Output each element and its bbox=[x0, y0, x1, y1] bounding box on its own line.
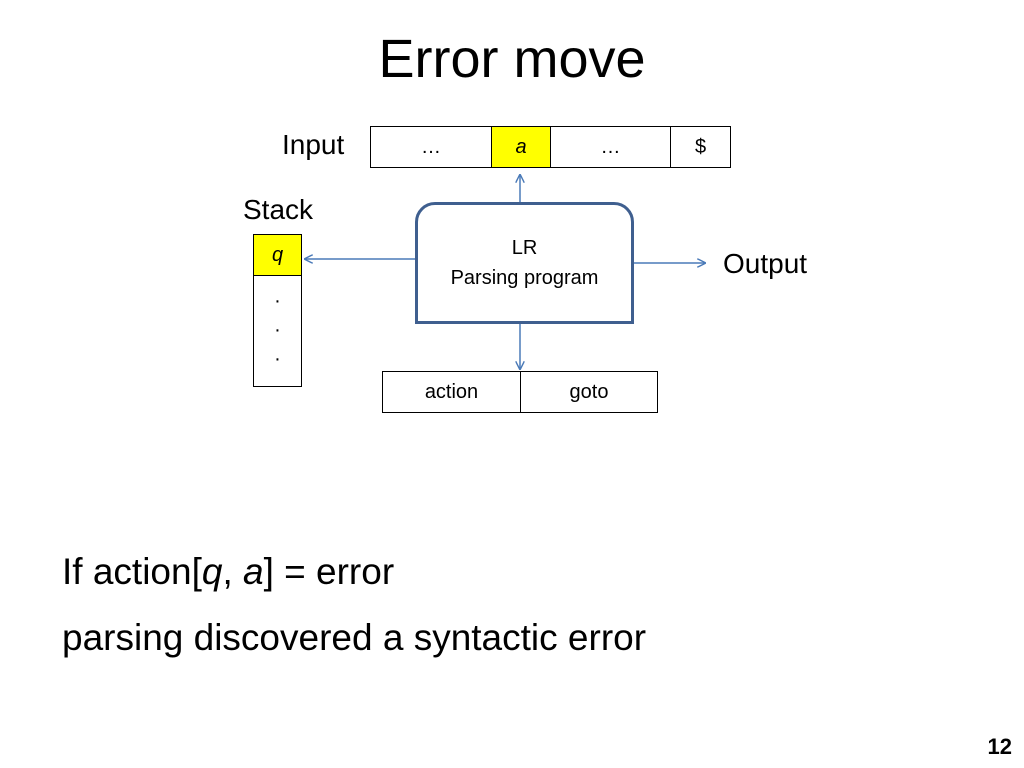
error-condition-line: If action[q, a] = error bbox=[62, 550, 394, 594]
condition-suffix: ] = error bbox=[263, 551, 395, 592]
condition-symbol: a bbox=[243, 551, 264, 592]
input-cell-ellipsis-left: … bbox=[371, 127, 492, 167]
table-cell-action: action bbox=[383, 372, 521, 412]
parsing-program-box: LR Parsing program bbox=[415, 202, 634, 324]
program-line-parsing: Parsing program bbox=[450, 267, 599, 289]
stack-dot: · bbox=[274, 290, 281, 312]
stack: q · · · bbox=[253, 234, 302, 387]
output-label: Output bbox=[723, 248, 808, 279]
slide-number: 12 bbox=[987, 734, 1012, 759]
stack-dots: · · · bbox=[254, 287, 301, 374]
parsing-table: action goto bbox=[382, 371, 658, 413]
condition-prefix: If action[ bbox=[62, 551, 202, 592]
slide-title: Error move bbox=[378, 29, 646, 89]
program-line-lr: LR bbox=[511, 237, 538, 259]
stack-label: Stack bbox=[243, 194, 314, 225]
input-cell-end-marker: $ bbox=[694, 135, 707, 158]
input-label: Input bbox=[282, 129, 345, 160]
stack-dot: · bbox=[274, 319, 281, 341]
condition-state: q bbox=[201, 551, 223, 592]
condition-separator: , bbox=[222, 551, 243, 592]
stack-dot: · bbox=[274, 348, 281, 370]
input-tape: … a … $ bbox=[370, 126, 731, 168]
stack-top-cell: q bbox=[254, 235, 301, 276]
error-description-line: parsing discovered a syntactic error bbox=[62, 617, 647, 658]
table-cell-goto: goto bbox=[569, 380, 609, 403]
input-cell-current: a bbox=[492, 127, 551, 167]
input-cell-ellipsis-right: … bbox=[551, 127, 671, 167]
